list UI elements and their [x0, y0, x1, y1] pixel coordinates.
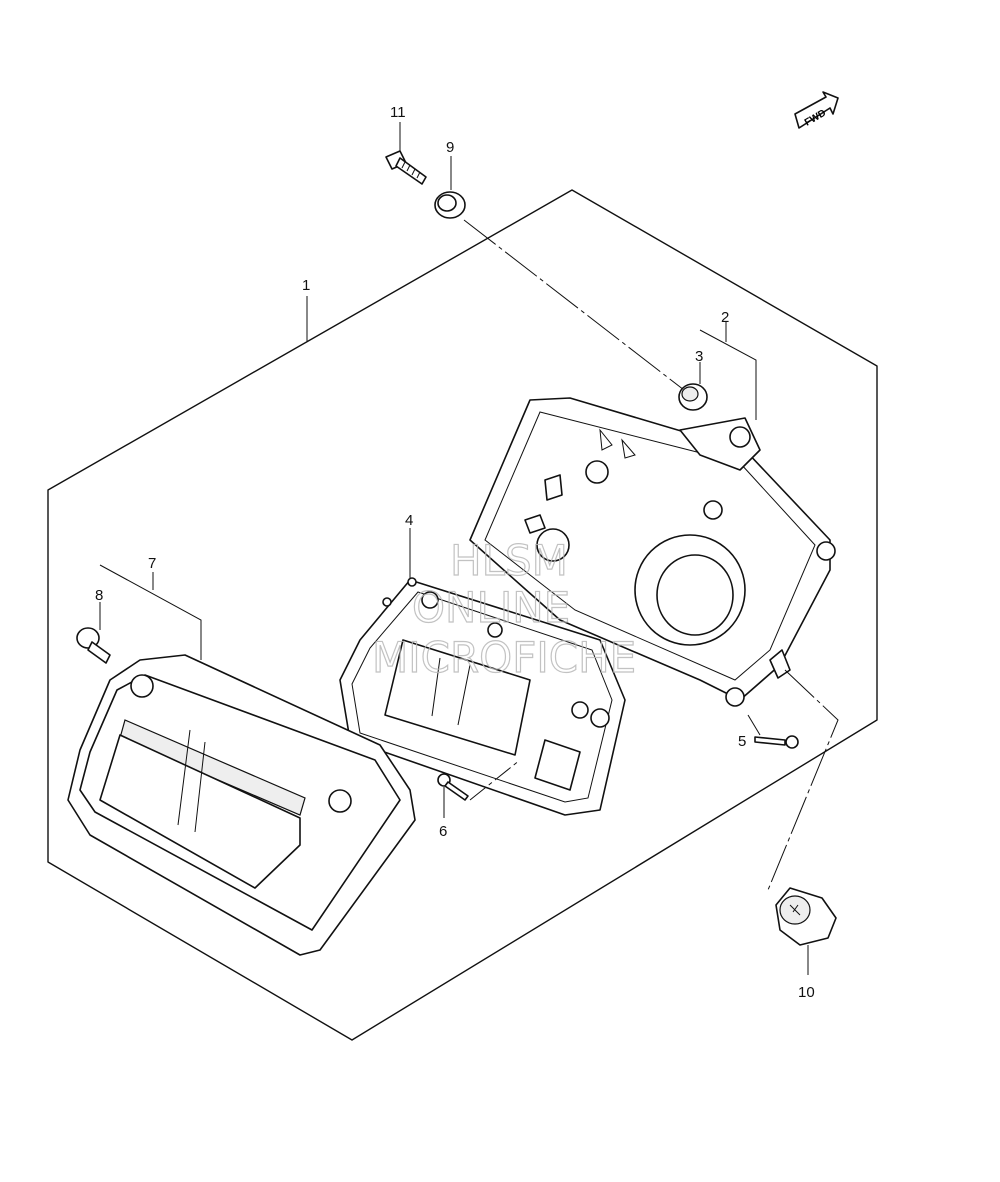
leader-7: [99, 564, 202, 660]
assembly-line-10: [767, 669, 839, 891]
grommet-9: [434, 191, 466, 219]
assembly-line-6-4: [469, 759, 521, 801]
assembly-line-9-3: [463, 219, 685, 391]
callout-2: 2: [721, 309, 729, 326]
meter-lens-7: [67, 654, 416, 956]
watermark: HLSM ONLINE MICROFICHE: [371, 535, 636, 682]
bulb-socket-10: [775, 887, 837, 946]
screw-6: [437, 773, 469, 801]
leader-5: [747, 714, 761, 736]
watermark-line-2: ONLINE: [412, 583, 570, 632]
leader-2: [699, 329, 757, 420]
fwd-arrow-icon: FWD: [794, 91, 839, 129]
callout-5: 5: [738, 733, 746, 750]
watermark-line-3: MICROFICHE: [372, 633, 636, 682]
assembly-outline: [47, 189, 878, 1041]
callout-11: 11: [390, 104, 406, 121]
callout-1: 1: [302, 277, 310, 294]
meter-case-2: [469, 397, 836, 707]
callout-4: 4: [405, 512, 413, 529]
screw-5: [754, 735, 799, 749]
callout-9: 9: [446, 139, 454, 156]
callout-8: 8: [95, 587, 103, 604]
meter-body-4: [339, 577, 626, 816]
callout-7: 7: [148, 555, 156, 572]
screw-11: [385, 150, 427, 185]
callout-3: 3: [695, 348, 703, 365]
callout-6: 6: [439, 823, 447, 840]
grommet-3: [678, 383, 708, 411]
screw-8: [76, 627, 111, 664]
watermark-line-1: HLSM: [450, 536, 568, 585]
callout-10: 10: [798, 984, 815, 1001]
